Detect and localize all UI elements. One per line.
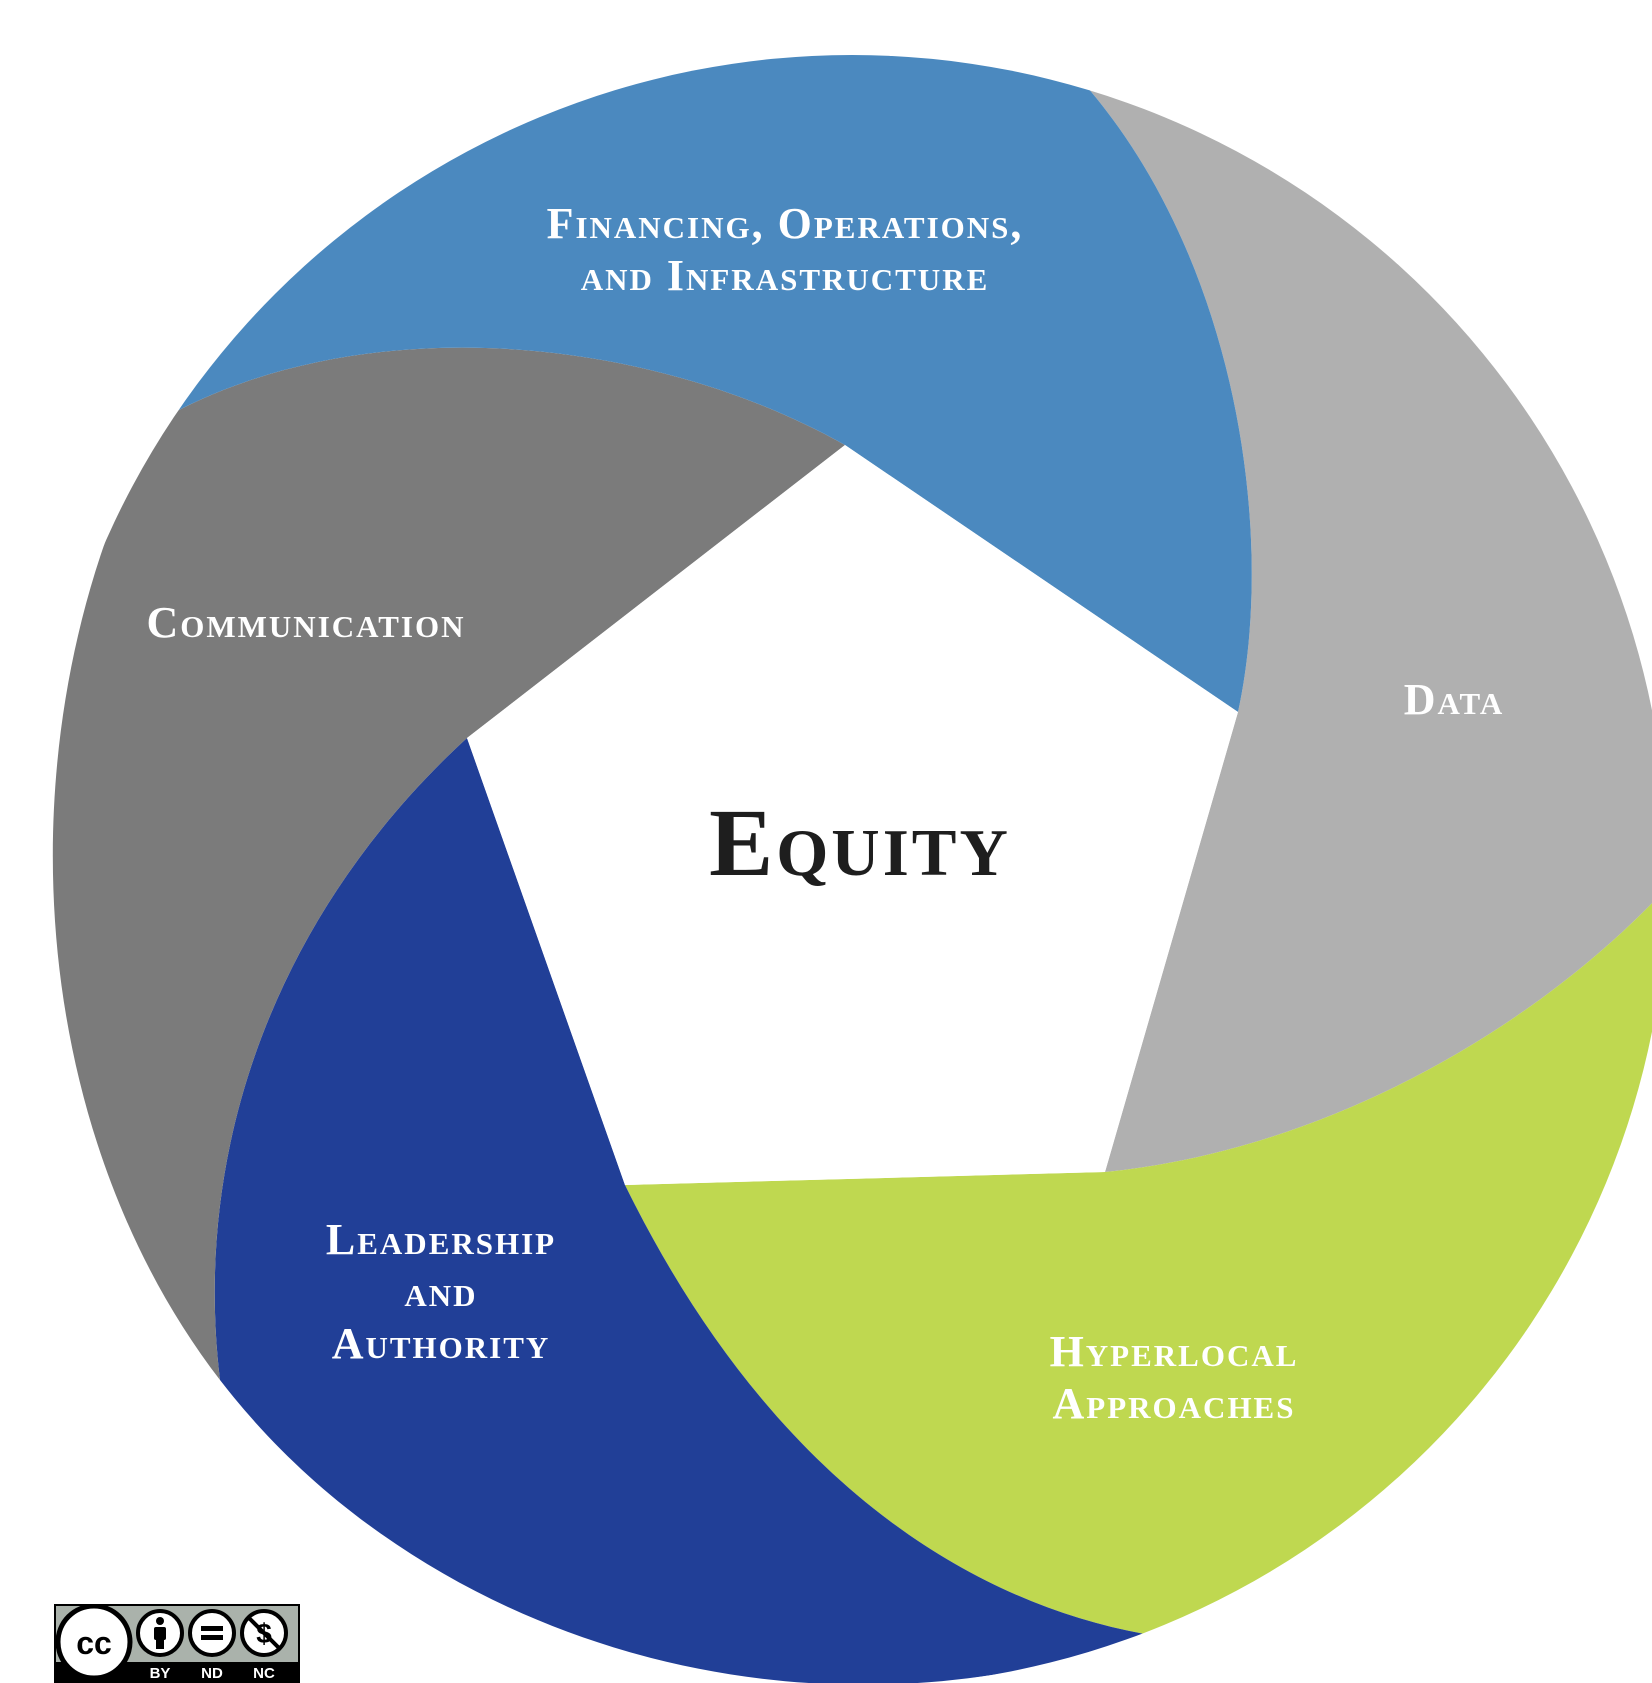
label-line: and Infrastructure — [581, 251, 990, 300]
cc-logo-icon: cc — [55, 1604, 133, 1681]
label-data: Data — [1404, 675, 1505, 724]
badge-nd: ND — [201, 1665, 223, 1682]
label-line: Data — [1404, 675, 1505, 724]
label-line: Hyperlocal — [1050, 1327, 1299, 1376]
svg-text:cc: cc — [76, 1625, 112, 1661]
label-line: and — [404, 1267, 477, 1316]
segment-data — [1030, 55, 1652, 1172]
attribution-person-icon — [136, 1609, 184, 1657]
label-line: Approaches — [1053, 1379, 1296, 1428]
cc-license-badge: cc $ BY ND NC — [54, 1604, 300, 1683]
label-line: Authority — [332, 1319, 551, 1368]
segment-communication — [52, 347, 846, 1381]
label-line: Communication — [147, 598, 466, 647]
badge-nc: NC — [253, 1665, 275, 1682]
badge-by: BY — [150, 1665, 171, 1682]
label-financing: Financing, Operations,and Infrastructure — [547, 199, 1024, 300]
non-commercial-dollar-icon: $ — [240, 1609, 288, 1657]
label-line: Financing, Operations, — [547, 199, 1024, 248]
segment-financing — [157, 55, 1252, 712]
label-communication: Communication — [147, 598, 466, 647]
center-title: Equity — [709, 789, 1011, 896]
center-pentagon — [467, 445, 1238, 1185]
no-derivatives-equals-icon — [188, 1609, 236, 1657]
label-line: Leadership — [326, 1215, 556, 1264]
segment-leadership — [214, 738, 1150, 1683]
segment-hyperlocal — [625, 850, 1652, 1635]
